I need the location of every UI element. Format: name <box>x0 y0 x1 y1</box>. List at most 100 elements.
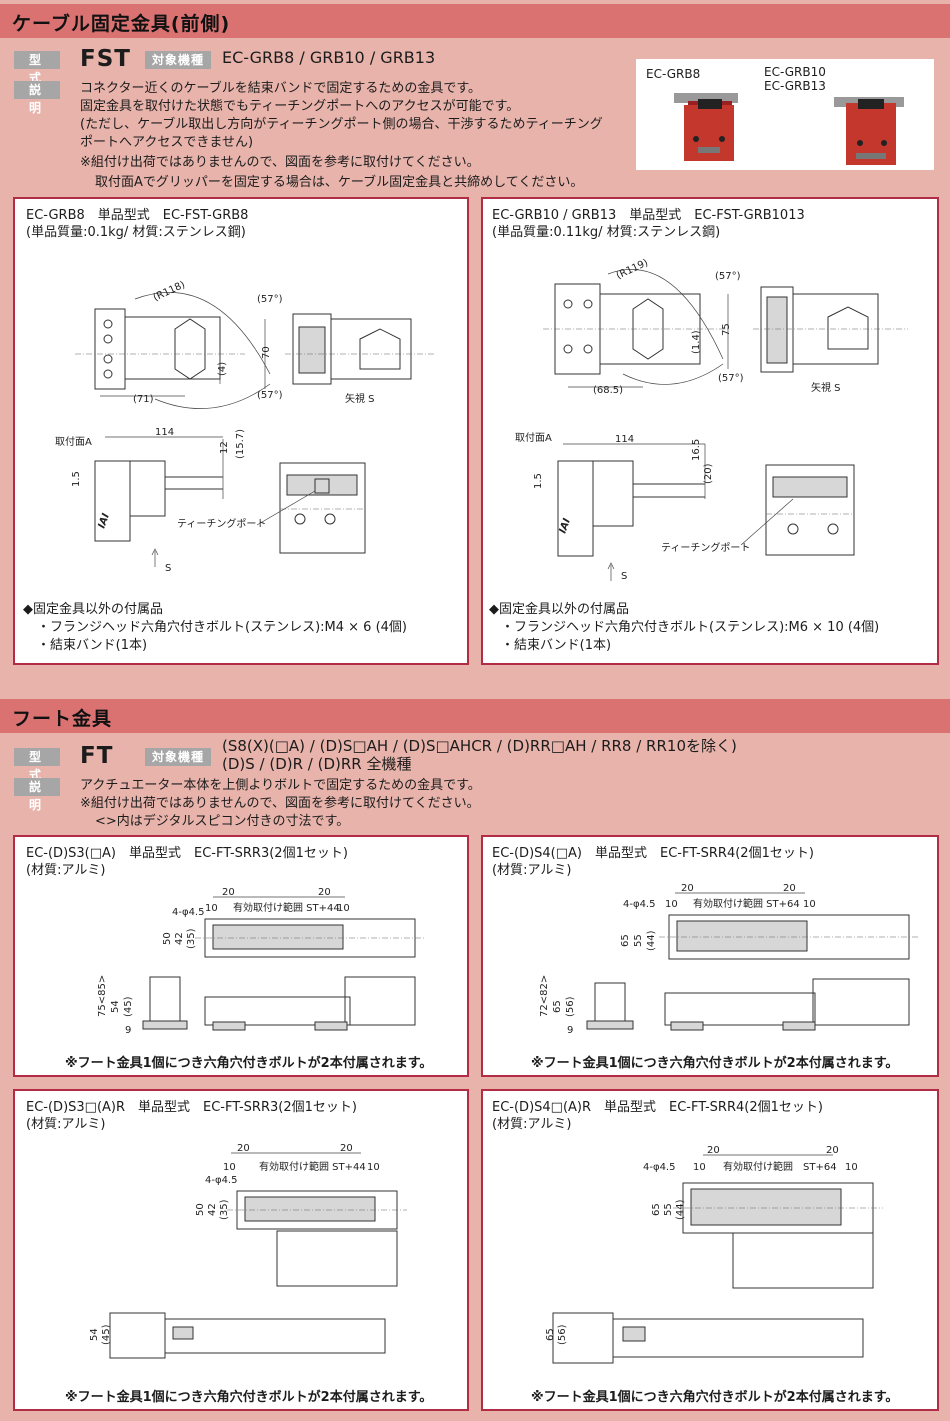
panel-subtitle: (単品質量:0.11kg/ 材質:ステンレス鋼) <box>492 225 721 240</box>
dim-12: 12 <box>219 441 230 454</box>
target-models: (D)S / (D)R / (D)RR 全機種 <box>222 755 412 773</box>
arrow-s-label: S <box>621 571 627 582</box>
type-label: 型 式 <box>14 51 60 85</box>
arrow-s-label: S <box>165 563 171 574</box>
dim-width: (68.5) <box>593 385 623 396</box>
panel-ft-srr4-r: EC-(D)S4□(A)R 単品型式 EC-FT-SRR4(2個1セット) (材… <box>481 1089 939 1411</box>
dim-range: 有効取付け範囲 ST+64 <box>693 897 800 910</box>
panel-ft-srr3-r: EC-(D)S3□(A)R 単品型式 EC-FT-SRR3(2個1セット) (材… <box>13 1089 469 1411</box>
section-header-cable-bracket: ケーブル固定金具(前側) <box>0 4 950 38</box>
dim-height: 54 <box>110 1000 121 1013</box>
dim-10: 10 <box>223 1162 236 1173</box>
dim-height: 75 <box>721 323 732 336</box>
section-title: フート金具 <box>12 708 113 730</box>
dim-height: (44) <box>646 930 657 951</box>
mount-face-label: 取付面A <box>515 431 552 444</box>
drawing-ft-srr3: 20 20 4-φ4.5 10 有効取付け範囲 ST+44 10 50 42 (… <box>97 887 425 1036</box>
dim-height: (44) <box>675 1199 686 1220</box>
target-models: EC-GRB8 / GRB10 / GRB13 <box>222 48 436 67</box>
photo-label: EC-GRB8 <box>646 67 701 81</box>
dim-angle: (57°) <box>257 390 283 401</box>
desc-line: ポートへアクセスできません) <box>80 135 254 150</box>
desc-line: ※組付け出荷ではありませんので、図面を参考に取付けてください。 <box>80 155 480 170</box>
desc-line: ※組付け出荷ではありませんので、図面を参考に取付けてください。 <box>80 796 480 811</box>
bolt-note: ※フート金具1個につき六角穴付きボルトが2本付属されます。 <box>531 1390 899 1405</box>
dim-10: 10 <box>337 903 350 914</box>
panel-ft-srr3: EC-(D)S3(□A) 単品型式 EC-FT-SRR3(2個1セット) (材質… <box>13 835 469 1077</box>
panel-subtitle: (単品質量:0.1kg/ 材質:ステンレス鋼) <box>26 225 246 240</box>
accessory-item: ・結束バンド(1本) <box>501 638 612 653</box>
desc-line: コネクター近くのケーブルを結束バンドで固定するための金具です。 <box>80 81 482 96</box>
panel-subtitle: (材質:アルミ) <box>492 1117 572 1132</box>
view-label: 矢視 S <box>345 392 375 405</box>
gripper-photo-illustration <box>674 93 904 165</box>
dim-16-5: 16.5 <box>691 439 702 461</box>
panel-title: EC-(D)S3(□A) 単品型式 EC-FT-SRR3(2個1セット) <box>26 846 348 861</box>
accessory-item: ・結束バンド(1本) <box>37 638 148 653</box>
dim-10: 10 <box>205 903 218 914</box>
drawing-ft-srr3-r: 20 20 10 有効取付け範囲 ST+44 10 4-φ4.5 50 42 (… <box>89 1143 407 1359</box>
drawing-grb1013: (R119) (57°) (57°) 75 (1.4) (68.5) 矢視 S … <box>515 257 908 582</box>
dim-20: 20 <box>318 887 331 898</box>
desc-label: 説 明 <box>14 778 60 812</box>
dim-height: 65 <box>552 1000 563 1013</box>
dim-10: 10 <box>367 1162 380 1173</box>
target-models: (S8(X)(□A) / (D)S□AH / (D)S□AHCR / (D)RR… <box>222 737 737 755</box>
drawing-ft-srr4-r: 20 20 4-φ4.5 10 有効取付け範囲 ST+64 10 65 55 (… <box>545 1145 883 1364</box>
dim-radius: (R119) <box>615 257 650 281</box>
photo-label: EC-GRB13 <box>764 79 826 93</box>
panel-title: EC-(D)S4□(A)R 単品型式 EC-FT-SRR4(2個1セット) <box>492 1100 823 1115</box>
desc-line: (ただし、ケーブル取出し方向がティーチングポート側の場合、干渉するためティーチン… <box>80 117 603 132</box>
dim-10: 10 <box>665 899 678 910</box>
accessory-item: ・フランジヘッド六角穴付きボルト(ステンレス):M4 × 6 (4個) <box>37 620 407 635</box>
dim-9: 9 <box>125 1025 131 1036</box>
panel-title: EC-(D)S4(□A) 単品型式 EC-FT-SRR4(2個1セット) <box>492 846 814 861</box>
panel-subtitle: (材質:アルミ) <box>26 863 106 878</box>
model-code: FT <box>80 743 114 769</box>
dim-height: (45) <box>101 1324 112 1345</box>
teaching-port-label: ティーチングポート <box>177 517 266 530</box>
desc-line: <>内はデジタルスピコン付きの寸法です。 <box>95 814 350 829</box>
dim-height: (35) <box>219 1199 230 1220</box>
dim-range: 有効取付け範囲 ST+44 <box>233 901 340 914</box>
accessory-item: ・フランジヘッド六角穴付きボルト(ステンレス):M6 × 10 (4個) <box>501 620 880 635</box>
dim-range: 有効取付け範囲 ST+44 <box>259 1160 366 1173</box>
dim-height: 50 <box>162 932 173 945</box>
accessories-title: ◆固定金具以外の付属品 <box>23 602 163 617</box>
dim-height: 65 <box>620 934 631 947</box>
panel-title: EC-GRB10 / GRB13 単品型式 EC-FST-GRB1013 <box>492 208 805 223</box>
dim-20: (20) <box>703 463 714 484</box>
bolt-note: ※フート金具1個につき六角穴付きボルトが2本付属されます。 <box>531 1056 899 1071</box>
dim-20: 20 <box>237 1143 250 1154</box>
dim-9: 9 <box>567 1025 573 1036</box>
panel-title: EC-GRB8 単品型式 EC-FST-GRB8 <box>26 208 249 223</box>
dim-height: 55 <box>663 1203 674 1216</box>
dim-height: 55 <box>633 934 644 947</box>
dim-height: 70 <box>261 346 272 359</box>
dim-length: 114 <box>615 434 634 445</box>
dim-15-7: (15.7) <box>235 429 246 459</box>
dim-range: 有効取付け範囲 ST+64 <box>723 1160 837 1173</box>
mount-face-label: 取付面A <box>55 435 92 448</box>
dim-length: 114 <box>155 427 174 438</box>
svg-text:IAI: IAI <box>96 512 112 530</box>
dim-hole: 4-φ4.5 <box>172 907 204 918</box>
dim-angle: (57°) <box>718 373 744 384</box>
dim-height: (35) <box>186 928 197 949</box>
model-code: FST <box>80 46 131 72</box>
section-title: ケーブル固定金具(前側) <box>12 13 231 35</box>
panel-ec-grb10-13: EC-GRB10 / GRB13 単品型式 EC-FST-GRB1013 (単品… <box>481 197 939 665</box>
dim-20: 20 <box>783 883 796 894</box>
dim-offset: (1.4) <box>691 330 702 354</box>
bolt-note: ※フート金具1個につき六角穴付きボルトが2本付属されます。 <box>65 1390 433 1405</box>
dim-10: 10 <box>803 899 816 910</box>
dim-height: (56) <box>557 1324 568 1345</box>
dim-hole: 4-φ4.5 <box>643 1162 675 1173</box>
dim-10: 10 <box>693 1162 706 1173</box>
dim-20: 20 <box>707 1145 720 1156</box>
dim-height: 65 <box>651 1203 662 1216</box>
dim-height: 75<85> <box>97 975 108 1017</box>
dim-1-5: 1.5 <box>71 471 82 487</box>
panel-title: EC-(D)S3□(A)R 単品型式 EC-FT-SRR3(2個1セット) <box>26 1100 357 1115</box>
section-header-foot-bracket: フート金具 <box>0 699 950 733</box>
